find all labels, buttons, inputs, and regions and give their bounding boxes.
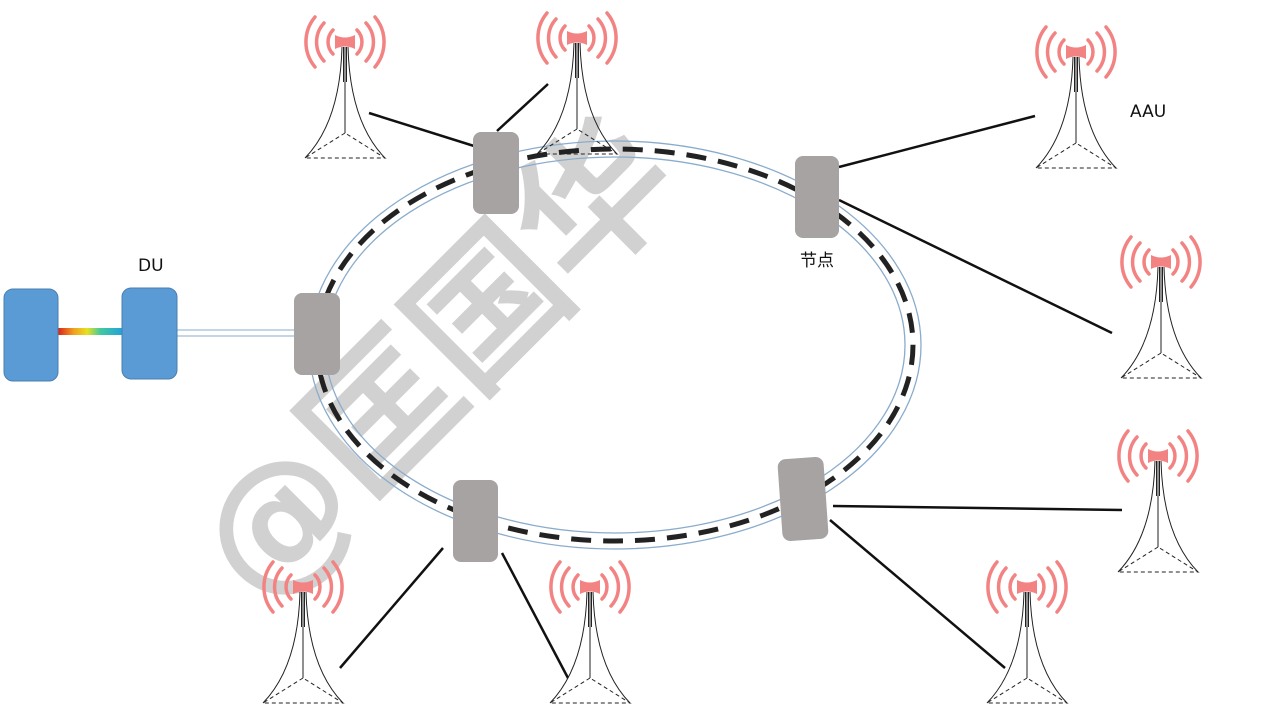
ring-node [473,132,519,214]
fronthaul-links [339,83,1123,679]
aau-tower-icon [261,560,345,705]
du-unit [121,287,178,380]
ring-node [777,457,829,541]
aau-tower-icon [985,560,1069,705]
aau-tower-icon [303,15,387,160]
ring-node [453,480,498,562]
aau-tower-icon [1119,235,1203,380]
ring-nodes [294,132,839,562]
aau-tower-icon [1034,25,1118,170]
aau-tower-icon [1116,429,1200,574]
cu-unit [3,288,59,382]
node-label: 节点 [800,251,834,271]
ring-node [795,156,839,238]
du-label: DU [138,256,164,276]
aau-label: AAU [1130,102,1166,122]
watermark: @匡国华 [162,88,709,635]
ring-node [294,293,340,375]
aau-tower-icon [548,560,632,705]
